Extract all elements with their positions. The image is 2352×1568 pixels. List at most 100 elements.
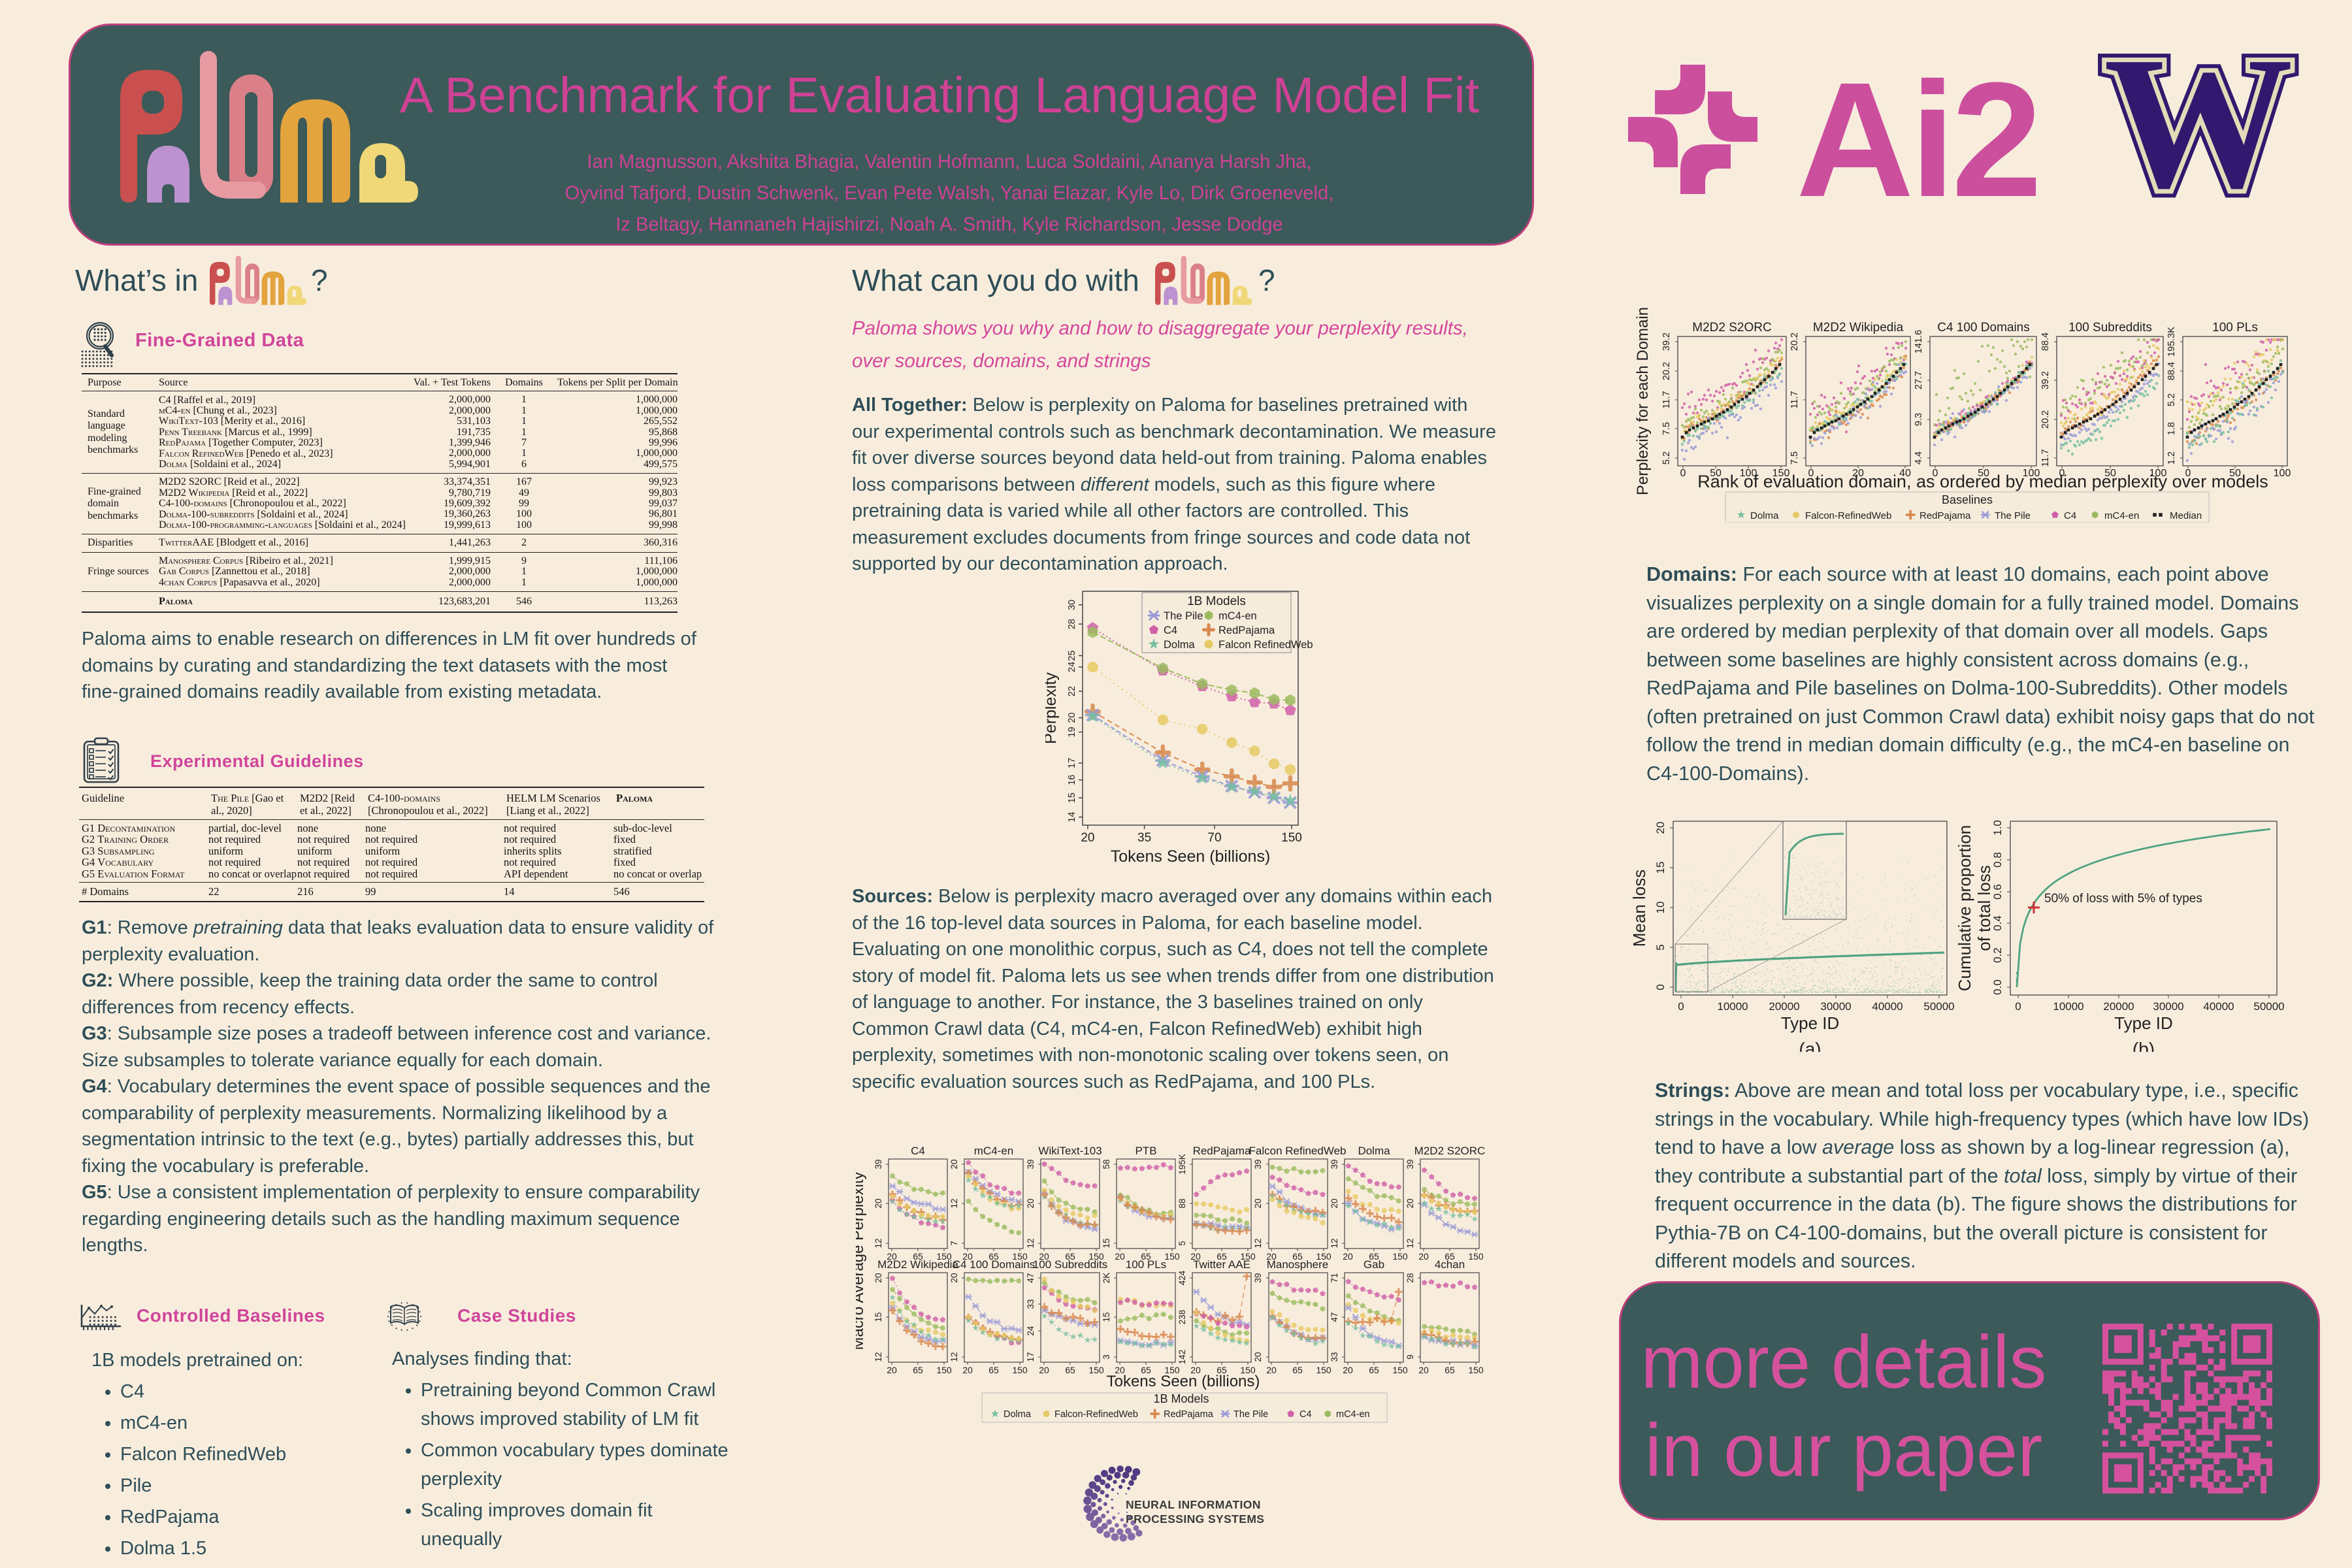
svg-text:Type ID: Type ID	[1781, 1013, 1840, 1033]
svg-text:9.3: 9.3	[1914, 413, 1924, 426]
svg-text:RedPajama: RedPajama	[1919, 510, 1971, 521]
svg-text:150: 150	[1240, 1251, 1256, 1262]
svg-text:Baselines: Baselines	[1942, 493, 1993, 506]
svg-text:12: 12	[1405, 1238, 1415, 1248]
svg-text:RedPajama: RedPajama	[1164, 1409, 1214, 1420]
svg-text:100 PLs: 100 PLs	[2212, 321, 2258, 335]
svg-text:20: 20	[1081, 831, 1094, 845]
svg-text:Perplexity for each Domain: Perplexity for each Domain	[1634, 307, 1652, 495]
svg-text:65: 65	[913, 1251, 923, 1262]
svg-text:0.0: 0.0	[1991, 979, 2004, 995]
svg-text:150: 150	[1164, 1365, 1180, 1375]
svg-text:C4 100 Domains: C4 100 Domains	[953, 1258, 1036, 1271]
svg-text:RedPajama: RedPajama	[1193, 1145, 1251, 1157]
svg-text:C4: C4	[2064, 510, 2076, 521]
svg-text:35: 35	[1137, 831, 1151, 845]
svg-text:20: 20	[1266, 1251, 1277, 1262]
svg-text:150: 150	[1468, 1365, 1484, 1375]
svg-text:12: 12	[1026, 1238, 1036, 1248]
svg-text:mC4-en: mC4-en	[1218, 610, 1257, 622]
svg-text:7.5: 7.5	[1789, 451, 1800, 465]
svg-text:WikiText-103: WikiText-103	[1038, 1145, 1102, 1157]
svg-text:W: W	[2104, 52, 2293, 203]
svg-text:100 Subreddits: 100 Subreddits	[1033, 1258, 1107, 1271]
svg-text:1.0: 1.0	[1991, 820, 2004, 836]
svg-text:10000: 10000	[1717, 1000, 1748, 1013]
svg-text:150: 150	[1012, 1251, 1028, 1262]
svg-text:The Pile: The Pile	[1233, 1409, 1268, 1420]
svg-text:of total loss: of total loss	[1974, 865, 1994, 951]
svg-text:Mean loss: Mean loss	[1629, 870, 1649, 947]
svg-text:65: 65	[1292, 1365, 1303, 1375]
svg-text:27.7: 27.7	[1914, 371, 1924, 389]
svg-text:28: 28	[1067, 619, 1077, 629]
svg-text:65: 65	[988, 1251, 999, 1262]
svg-text:Dolma: Dolma	[1750, 510, 1779, 521]
svg-text:The Pile: The Pile	[1164, 610, 1203, 622]
svg-text:50: 50	[2104, 468, 2116, 479]
svg-text:20: 20	[1852, 468, 1864, 479]
svg-text:65: 65	[1065, 1251, 1075, 1262]
svg-text:0: 0	[1654, 984, 1667, 990]
svg-text:39: 39	[1330, 1159, 1339, 1169]
svg-text:Perplexity: Perplexity	[1045, 672, 1060, 744]
svg-text:88.4: 88.4	[2166, 362, 2177, 380]
svg-text:65: 65	[1445, 1251, 1455, 1262]
svg-text:PROCESSING SYSTEMS: PROCESSING SYSTEMS	[1126, 1512, 1264, 1526]
svg-text:20: 20	[1253, 1198, 1263, 1208]
svg-text:12: 12	[949, 1352, 959, 1362]
svg-text:(b): (b)	[2132, 1039, 2155, 1052]
svg-text:15: 15	[1102, 1238, 1111, 1248]
svg-text:1B Models: 1B Models	[1153, 1392, 1209, 1405]
svg-text:Rank of evaluation domain, as: Rank of evaluation domain, as ordered by…	[1697, 472, 2268, 491]
svg-text:30000: 30000	[2153, 1000, 2183, 1013]
svg-text:(a): (a)	[1799, 1039, 1821, 1052]
svg-text:M2D2 S2ORC: M2D2 S2ORC	[1414, 1145, 1486, 1157]
svg-text:150: 150	[936, 1365, 952, 1375]
svg-text:20: 20	[887, 1365, 897, 1375]
svg-text:20: 20	[1343, 1251, 1353, 1262]
svg-text:150: 150	[1088, 1365, 1104, 1375]
svg-text:100: 100	[1740, 468, 1757, 479]
svg-text:150: 150	[1392, 1251, 1408, 1262]
svg-text:0: 0	[1808, 468, 1814, 479]
svg-text:Cumulative proportion: Cumulative proportion	[1955, 825, 1974, 991]
svg-text:65: 65	[988, 1365, 999, 1375]
svg-text:Median: Median	[2170, 510, 2202, 521]
svg-text:39: 39	[1253, 1273, 1263, 1282]
svg-text:141.6: 141.6	[1914, 330, 1924, 353]
svg-text:150: 150	[1316, 1365, 1331, 1375]
svg-text:424: 424	[1177, 1270, 1187, 1285]
svg-text:C4: C4	[1299, 1409, 1312, 1420]
svg-text:20: 20	[1067, 713, 1077, 723]
svg-text:100: 100	[2274, 468, 2291, 479]
svg-text:40: 40	[1899, 468, 1911, 479]
svg-text:Tokens Seen (billions): Tokens Seen (billions)	[1107, 1373, 1260, 1390]
svg-text:M2D2 S2ORC: M2D2 S2ORC	[1692, 321, 1771, 335]
svg-text:25: 25	[1067, 650, 1077, 661]
svg-text:100: 100	[2149, 468, 2167, 479]
svg-text:The Pile: The Pile	[1995, 510, 2031, 521]
svg-text:65: 65	[1369, 1251, 1379, 1262]
svg-text:1.8: 1.8	[2166, 422, 2177, 435]
svg-text:20.2: 20.2	[2040, 410, 2051, 429]
svg-text:1.2: 1.2	[2166, 451, 2177, 465]
svg-text:20: 20	[1039, 1251, 1049, 1262]
svg-text:Manosphere: Manosphere	[1267, 1258, 1329, 1271]
svg-text:12: 12	[1253, 1238, 1263, 1248]
svg-text:20: 20	[1190, 1251, 1201, 1262]
svg-text:0: 0	[2015, 1000, 2021, 1013]
svg-text:20: 20	[1330, 1198, 1339, 1208]
svg-text:50000: 50000	[2253, 1000, 2284, 1013]
svg-text:33: 33	[1026, 1299, 1036, 1309]
svg-text:39: 39	[1026, 1159, 1036, 1169]
svg-text:195.3K: 195.3K	[2166, 327, 2177, 357]
svg-text:mC4-en: mC4-en	[1336, 1409, 1370, 1420]
svg-text:47: 47	[1026, 1273, 1036, 1282]
svg-text:39: 39	[874, 1159, 883, 1169]
svg-text:150: 150	[1012, 1365, 1028, 1375]
svg-text:150: 150	[936, 1251, 952, 1262]
svg-text:142: 142	[1177, 1350, 1187, 1365]
svg-text:50: 50	[2229, 468, 2241, 479]
svg-text:0.2: 0.2	[1991, 947, 2004, 963]
